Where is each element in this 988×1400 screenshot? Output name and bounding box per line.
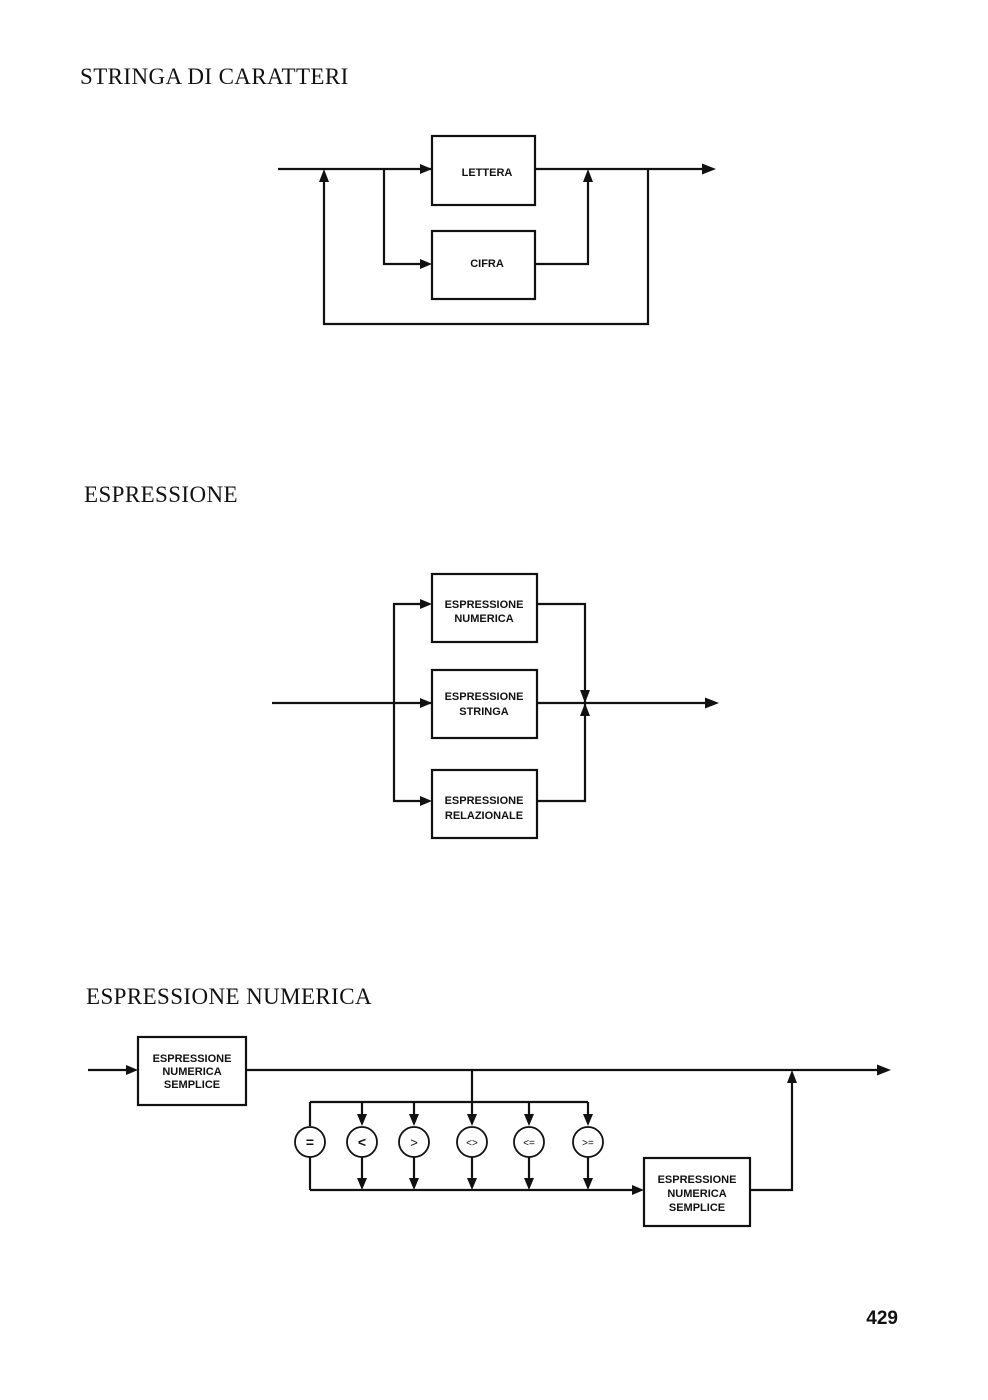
arrowhead-less-equal <box>524 1114 534 1126</box>
arrowhead-collect-less <box>357 1178 367 1190</box>
box-espressione-numerica-line1: ESPRESSIONE <box>445 599 524 611</box>
merge-arrowhead-bottom <box>580 703 590 716</box>
box-ens1-line3: SEMPLICE <box>164 1079 220 1091</box>
operator-equal-label: = <box>306 1134 314 1150</box>
box-ens1-line2: NUMERICA <box>162 1066 221 1078</box>
arrowhead-collect-greater <box>409 1178 419 1190</box>
arrowhead-collect-greater-equal <box>583 1178 593 1190</box>
arrowhead-into-stringa <box>420 698 432 708</box>
box-lettera <box>430 134 537 207</box>
diagram-espressione-numerica: = < > <> <= >= ESPRESSIONE NUMERICA SEMP… <box>88 1035 891 1228</box>
box-cifra-label: CIFRA <box>470 258 504 270</box>
arrowhead-into-second-box <box>632 1185 644 1195</box>
box-ens2-line3: SEMPLICE <box>669 1202 725 1214</box>
diagram-stringa-di-caratteri: LETTERA CIFRA <box>278 134 716 326</box>
box-espressione-numerica-semplice-2 <box>642 1156 752 1228</box>
merge-arrowhead-top <box>580 690 590 703</box>
page-number: 429 <box>866 1308 898 1329</box>
box-espressione-relazionale-line1: ESPRESSIONE <box>445 795 524 807</box>
operator-less-label: < <box>358 1134 366 1150</box>
arrowhead-collect-less-equal <box>524 1178 534 1190</box>
arrowhead-into-numerica <box>420 599 432 609</box>
repeat-loop-line <box>322 169 650 326</box>
box-ens2-line1: ESPRESSIONE <box>658 1174 737 1186</box>
box-espressione-relazionale <box>430 768 539 840</box>
box-espressione-numerica-semplice-1 <box>136 1035 248 1107</box>
box-lettera-label: LETTERA <box>462 167 513 179</box>
arrowhead-into-cifra <box>420 259 432 269</box>
second-box-return-arrowhead <box>787 1070 797 1083</box>
arrowhead-not-equal <box>467 1114 477 1126</box>
box-cifra <box>430 229 537 301</box>
section-title-stringa-di-caratteri: STRINGA DI CARATTERI <box>80 64 349 89</box>
box-espressione-numerica-line2: NUMERICA <box>454 613 513 625</box>
output-arrowhead <box>702 163 716 175</box>
box-ens1-line1: ESPRESSIONE <box>153 1053 232 1065</box>
operator-greater-label: > <box>410 1135 418 1150</box>
cifra-rejoin-line <box>535 180 590 266</box>
section-title-espressione-numerica: ESPRESSIONE NUMERICA <box>86 984 372 1009</box>
box-espressione-stringa-line1: ESPRESSIONE <box>445 691 524 703</box>
left-branch-line <box>392 602 422 803</box>
operator-less-equal-label: <= <box>523 1138 535 1149</box>
cifra-rejoin-arrowhead <box>583 169 593 182</box>
arrowhead-collect-not-equal <box>467 1178 477 1190</box>
output-arrowhead <box>877 1064 891 1076</box>
branch-to-cifra <box>382 169 422 266</box>
box-espressione-relazionale-line2: RELAZIONALE <box>445 810 523 822</box>
box-espressione-stringa-line2: STRINGA <box>459 706 509 718</box>
arrowhead-greater <box>409 1114 419 1126</box>
diagram-espressione: ESPRESSIONE NUMERICA ESPRESSIONE STRINGA… <box>272 572 719 840</box>
arrowhead-into-lettera <box>420 164 432 174</box>
arrowhead-into-first-box <box>126 1065 138 1075</box>
box-ens2-line2: NUMERICA <box>667 1188 726 1200</box>
arrowhead-into-relazionale <box>420 796 432 806</box>
second-box-return-line <box>750 1082 794 1192</box>
arrowhead-less <box>357 1114 367 1126</box>
output-arrowhead <box>705 697 719 709</box>
section-title-espressione: ESPRESSIONE <box>84 482 238 507</box>
repeat-loop-arrowhead <box>319 169 329 182</box>
box-espressione-numerica <box>430 572 539 644</box>
arrowhead-greater-equal <box>583 1114 593 1126</box>
box-espressione-stringa <box>430 668 539 740</box>
operator-greater-equal-label: >= <box>582 1138 594 1149</box>
operator-not-equal-label: <> <box>466 1138 478 1149</box>
